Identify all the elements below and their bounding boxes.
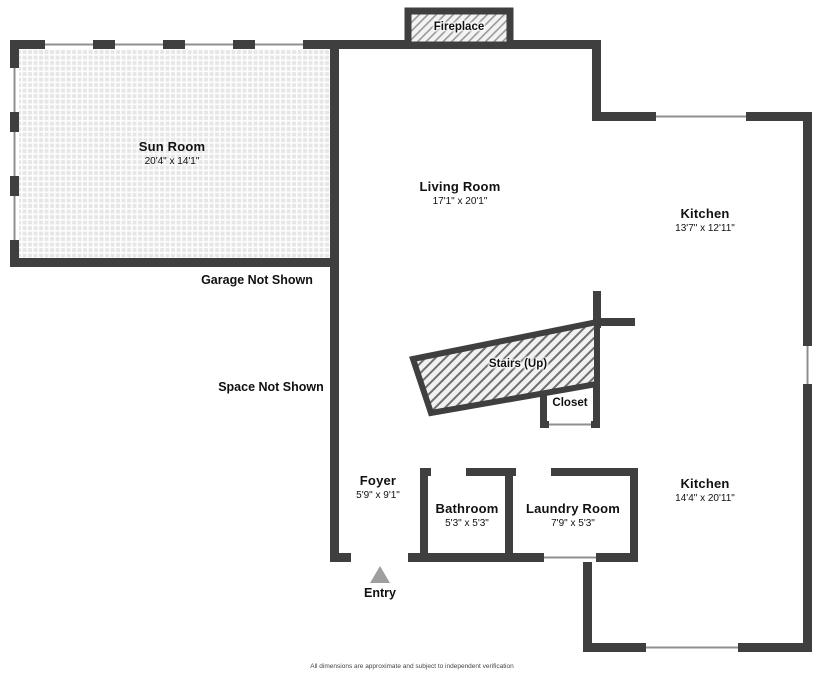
room-name: Kitchen — [680, 206, 730, 221]
entry-door-opening — [351, 553, 408, 562]
windows-and-openings — [10, 40, 812, 652]
wall — [583, 553, 592, 652]
wall — [540, 387, 547, 428]
wall — [505, 468, 513, 562]
wall — [420, 468, 428, 562]
room-name: Foyer — [359, 473, 397, 488]
note-text: Garage Not Shown — [201, 273, 313, 287]
room-dims: 14'4" x 20'11" — [675, 492, 735, 504]
wall — [10, 258, 332, 267]
window-line — [185, 43, 233, 46]
room-dims: 7'9" x 5'3" — [551, 517, 595, 529]
disclaimer-text: All dimensions are approximate and subje… — [310, 663, 513, 670]
room-dims: 17'1" x 20'1" — [432, 195, 488, 207]
room-dims: 13'7" x 12'11" — [675, 222, 735, 234]
window-line — [646, 646, 738, 649]
window-line — [656, 115, 746, 118]
room-name: Laundry Room — [525, 501, 621, 516]
label-kitchen-upper: Kitchen 13'7" x 12'11" — [675, 206, 735, 234]
label-laundry-room: Laundry Room 7'9" x 5'3" — [525, 501, 621, 529]
room-name: Living Room — [419, 179, 501, 194]
room-name: Kitchen — [680, 476, 730, 491]
room-name: Sun Room — [138, 139, 206, 154]
room-name: Closet — [552, 397, 588, 409]
room-dims: 20'4" x 14'1" — [144, 155, 200, 167]
room-dims: 5'9" x 9'1" — [356, 489, 400, 501]
wall — [10, 40, 332, 49]
label-closet: Closet — [552, 397, 587, 410]
label-foyer: Foyer 5'9" x 9'1" — [356, 473, 400, 501]
window-line — [13, 196, 16, 240]
label-bathroom: Bathroom 5'3" x 5'3" — [435, 501, 499, 529]
entry-arrow-icon — [370, 566, 390, 583]
label-living-room: Living Room 17'1" x 20'1" — [419, 179, 501, 207]
window-line — [45, 43, 93, 46]
wall — [630, 468, 638, 562]
window-line — [549, 423, 591, 426]
label-fireplace: Fireplace — [434, 21, 485, 34]
sun-room-floor — [19, 49, 330, 258]
door-opening — [431, 468, 466, 476]
room-name: Bathroom — [435, 501, 499, 516]
entry-text: Entry — [364, 586, 396, 600]
door-opening — [516, 468, 551, 476]
label-entry: Entry — [364, 586, 396, 600]
label-space-note: Space Not Shown — [218, 380, 324, 394]
window-line — [13, 68, 16, 112]
wall — [330, 40, 339, 562]
label-kitchen-lower: Kitchen 14'4" x 20'11" — [675, 476, 735, 504]
window-line — [544, 556, 596, 559]
fireplace-shape — [404, 7, 514, 49]
wall — [593, 291, 601, 328]
room-dims: 5'3" x 5'3" — [445, 517, 489, 529]
label-garage-note: Garage Not Shown — [201, 273, 313, 287]
note-text: Space Not Shown — [218, 380, 324, 394]
window-line — [255, 43, 303, 46]
label-stairs: Stairs (Up) — [489, 358, 547, 371]
stairs-shape — [409, 318, 600, 417]
wall — [593, 384, 600, 428]
room-name: Stairs (Up) — [488, 358, 548, 370]
window-line — [806, 346, 809, 384]
wall — [330, 553, 638, 562]
label-sun-room: Sun Room 20'4" x 14'1" — [138, 139, 206, 167]
window-line — [13, 132, 16, 176]
wall — [593, 318, 635, 326]
room-name: Fireplace — [433, 21, 485, 33]
wall — [592, 40, 601, 120]
window-line — [115, 43, 163, 46]
disclaimer-line: All dimensions are approximate and subje… — [310, 663, 514, 670]
